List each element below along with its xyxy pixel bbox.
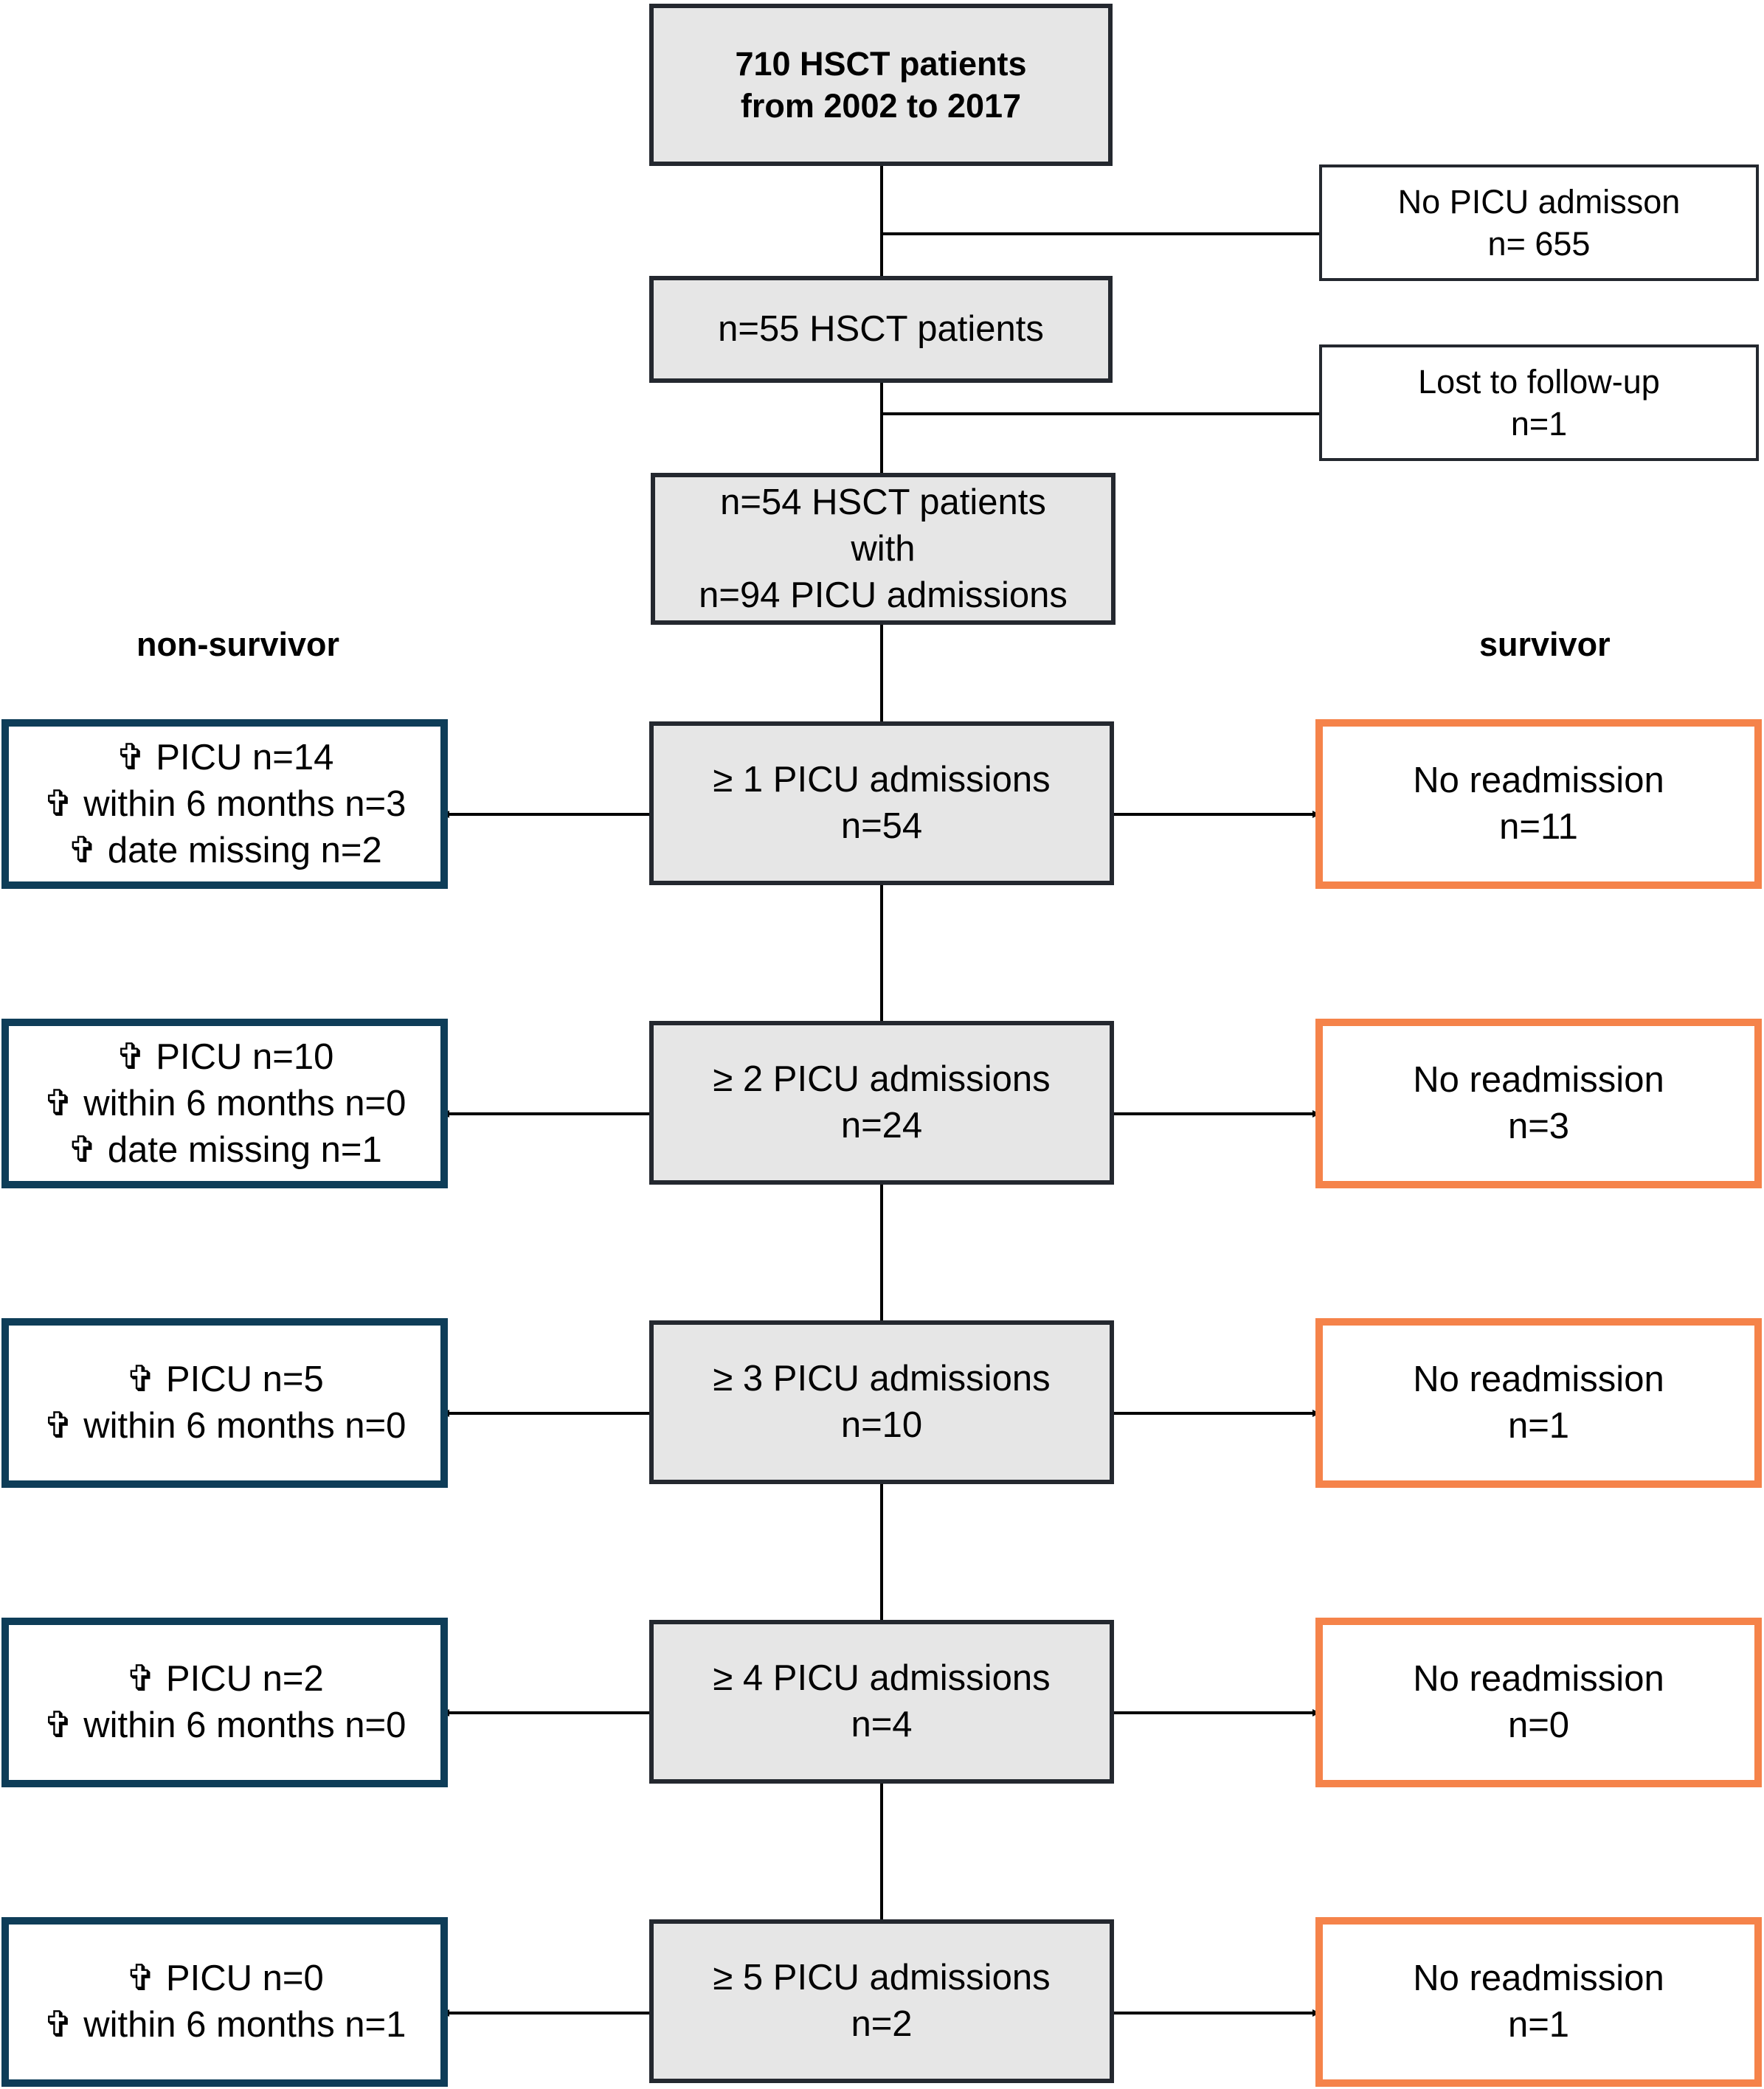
- hsct-54-box: n=54 HSCT patients with n=94 PICU admiss…: [651, 473, 1116, 625]
- non-survivor-5-box: ✞ PICU n=0 ✞ within 6 months n=1: [1, 1917, 448, 2087]
- survivor-5-count: n=1: [1507, 2005, 1570, 2045]
- non-survivor-2-box: ✞ PICU n=10 ✞ within 6 months n=0 ✞ date…: [1, 1019, 448, 1188]
- survivor-3-count: n=1: [1507, 1406, 1570, 1446]
- survivor-1-box: No readmission n=11: [1315, 719, 1762, 889]
- lost-follow-up-label: Lost to follow-up: [1418, 363, 1660, 401]
- survivor-1-count: n=11: [1499, 807, 1578, 847]
- picu-admissions-3-count: n=10: [840, 1405, 923, 1445]
- non-survivor-3-box: ✞ PICU n=5 ✞ within 6 months n=0: [1, 1318, 448, 1488]
- total-patients-line2: from 2002 to 2017: [740, 87, 1022, 125]
- non-survivor-2-6months: ✞ within 6 months n=0: [43, 1083, 407, 1123]
- survivor-2-label: No readmission: [1413, 1060, 1664, 1100]
- picu-admissions-3-label: ≥ 3 PICU admissions: [713, 1359, 1051, 1399]
- survivor-2-count: n=3: [1507, 1106, 1570, 1146]
- hsct-54-line1: n=54 HSCT patients: [720, 482, 1046, 522]
- non-survivor-header: non-survivor: [136, 626, 340, 663]
- non-survivor-5-6months: ✞ within 6 months n=1: [43, 2005, 407, 2045]
- picu-admissions-4-label: ≥ 4 PICU admissions: [713, 1658, 1051, 1698]
- survivor-5-box: No readmission n=1: [1315, 1917, 1762, 2087]
- picu-admissions-1-label: ≥ 1 PICU admissions: [713, 760, 1051, 800]
- non-survivor-4-6months: ✞ within 6 months n=0: [43, 1705, 407, 1745]
- hsct-55-label: n=55 HSCT patients: [718, 309, 1044, 349]
- survivor-header: survivor: [1479, 626, 1611, 663]
- non-survivor-4-picu: ✞ PICU n=2: [125, 1659, 324, 1699]
- non-survivor-3-picu: ✞ PICU n=5: [125, 1359, 324, 1399]
- picu-admissions-3-box: ≥ 3 PICU admissions n=10: [649, 1320, 1114, 1484]
- survivor-5-label: No readmission: [1413, 1958, 1664, 1998]
- picu-admissions-2-label: ≥ 2 PICU admissions: [713, 1059, 1051, 1099]
- picu-admissions-1-count: n=54: [840, 806, 923, 846]
- picu-admissions-5-box: ≥ 5 PICU admissions n=2: [649, 1919, 1114, 2083]
- no-picu-admission-label: No PICU admisson: [1397, 183, 1681, 221]
- non-survivor-1-date-missing: ✞ date missing n=2: [67, 830, 382, 870]
- non-survivor-2-date-missing: ✞ date missing n=1: [67, 1129, 382, 1170]
- non-survivor-5-picu: ✞ PICU n=0: [125, 1958, 324, 1998]
- survivor-4-box: No readmission n=0: [1315, 1618, 1762, 1787]
- survivor-3-label: No readmission: [1413, 1359, 1664, 1399]
- non-survivor-2-picu: ✞ PICU n=10: [115, 1036, 334, 1077]
- survivor-2-box: No readmission n=3: [1315, 1019, 1762, 1188]
- hsct-54-line3: n=94 PICU admissions: [699, 575, 1068, 615]
- non-survivor-1-picu: ✞ PICU n=14: [115, 737, 334, 777]
- picu-admissions-2-box: ≥ 2 PICU admissions n=24: [649, 1021, 1114, 1185]
- no-picu-admission-box: No PICU admisson n= 655: [1319, 164, 1759, 281]
- non-survivor-4-box: ✞ PICU n=2 ✞ within 6 months n=0: [1, 1618, 448, 1787]
- non-survivor-1-6months: ✞ within 6 months n=3: [43, 783, 407, 824]
- survivor-3-box: No readmission n=1: [1315, 1318, 1762, 1488]
- non-survivor-1-box: ✞ PICU n=14 ✞ within 6 months n=3 ✞ date…: [1, 719, 448, 889]
- total-patients-box: 710 HSCT patients from 2002 to 2017: [649, 4, 1113, 166]
- no-picu-admission-count: n= 655: [1487, 225, 1591, 263]
- hsct-55-box: n=55 HSCT patients: [649, 276, 1113, 383]
- lost-follow-up-box: Lost to follow-up n=1: [1319, 344, 1759, 461]
- survivor-4-label: No readmission: [1413, 1659, 1664, 1699]
- picu-admissions-4-count: n=4: [851, 1705, 913, 1745]
- picu-admissions-5-count: n=2: [851, 2004, 913, 2044]
- lost-follow-up-count: n=1: [1510, 405, 1568, 443]
- total-patients-line1: 710 HSCT patients: [735, 45, 1027, 83]
- hsct-54-line2: with: [851, 528, 916, 569]
- picu-admissions-1-box: ≥ 1 PICU admissions n=54: [649, 721, 1114, 885]
- picu-admissions-4-box: ≥ 4 PICU admissions n=4: [649, 1620, 1114, 1784]
- survivor-1-label: No readmission: [1413, 761, 1664, 800]
- picu-admissions-5-label: ≥ 5 PICU admissions: [713, 1958, 1051, 1998]
- survivor-4-count: n=0: [1507, 1705, 1570, 1745]
- non-survivor-3-6months: ✞ within 6 months n=0: [43, 1406, 407, 1446]
- picu-admissions-2-count: n=24: [840, 1106, 923, 1146]
